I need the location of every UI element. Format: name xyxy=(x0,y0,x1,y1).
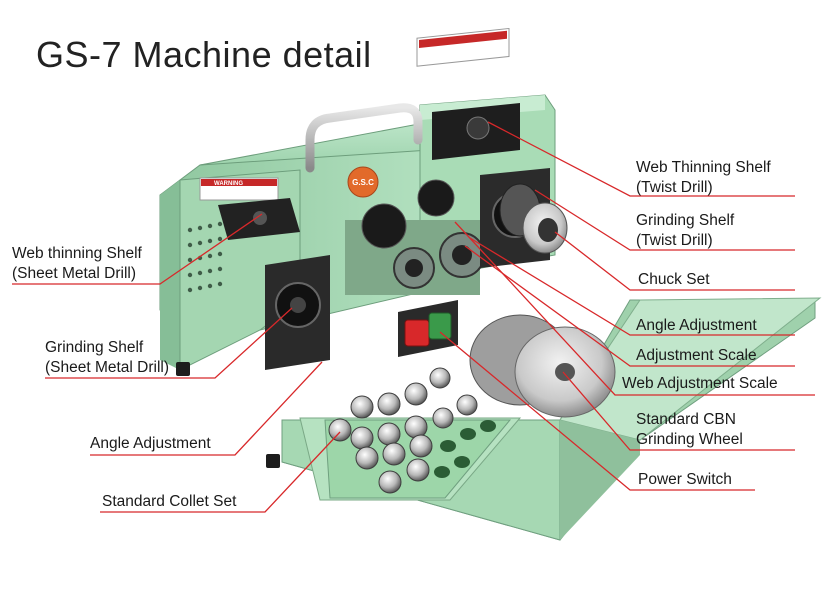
callout-grinding-shelf-sheet: Grinding Shelf (Sheet Metal Drill) xyxy=(45,338,169,378)
power-switch xyxy=(398,300,458,357)
warning-text-left: WARNING xyxy=(214,181,243,187)
callout-text: Grinding Shelf xyxy=(636,212,735,229)
carry-handle xyxy=(305,103,423,173)
callout-text: Grinding Shelf xyxy=(45,339,144,356)
callout-text: Grinding Wheel xyxy=(636,431,743,448)
callout-standard-collet-set: Standard Collet Set xyxy=(102,493,237,510)
callout-text: Web thinning Shelf xyxy=(12,245,142,262)
callout-chuck-set: Chuck Set xyxy=(638,271,710,288)
leader-lines xyxy=(12,121,815,513)
callout-angle-adjustment-right: Angle Adjustment xyxy=(636,317,757,334)
page-title: GS-7 Machine detail xyxy=(36,34,372,75)
callout-text: (Twist Drill) xyxy=(636,232,713,249)
callout-grinding-shelf-twist: Grinding Shelf (Twist Drill) xyxy=(636,211,734,251)
callout-web-adjustment-scale: Web Adjustment Scale xyxy=(622,375,778,392)
callout-text: Web Thinning Shelf xyxy=(636,159,771,176)
cbn-grinding-wheel xyxy=(469,314,616,418)
callout-web-thinning-shelf-twist: Web Thinning Shelf (Twist Drill) xyxy=(636,158,771,198)
callout-cbn-grinding-wheel: Standard CBN Grinding Wheel xyxy=(636,410,743,450)
badge-text: G.S.C xyxy=(352,178,374,187)
callout-angle-adjustment-left: Angle Adjustment xyxy=(90,435,211,452)
callout-text: Standard CBN xyxy=(636,411,736,428)
angle-adjustment-dials xyxy=(345,179,485,295)
callout-adjustment-scale: Adjustment Scale xyxy=(636,347,757,364)
callout-text: (Twist Drill) xyxy=(636,179,713,196)
collet-set xyxy=(324,367,512,499)
web-thinning-shelf-twist xyxy=(432,103,520,160)
callout-text: (Sheet Metal Drill) xyxy=(12,265,137,282)
callout-web-thinning-shelf-sheet: Web thinning Shelf (Sheet Metal Drill) xyxy=(12,244,142,284)
callout-power-switch: Power Switch xyxy=(638,471,732,488)
grinding-shelf-sheet xyxy=(265,255,330,370)
callout-text: (Sheet Metal Drill) xyxy=(45,359,170,376)
warning-label-left: WARNING xyxy=(199,177,279,201)
chuck-set xyxy=(499,183,568,254)
gsc-badge: G.S.C xyxy=(347,166,379,198)
machine-feet xyxy=(176,362,280,468)
